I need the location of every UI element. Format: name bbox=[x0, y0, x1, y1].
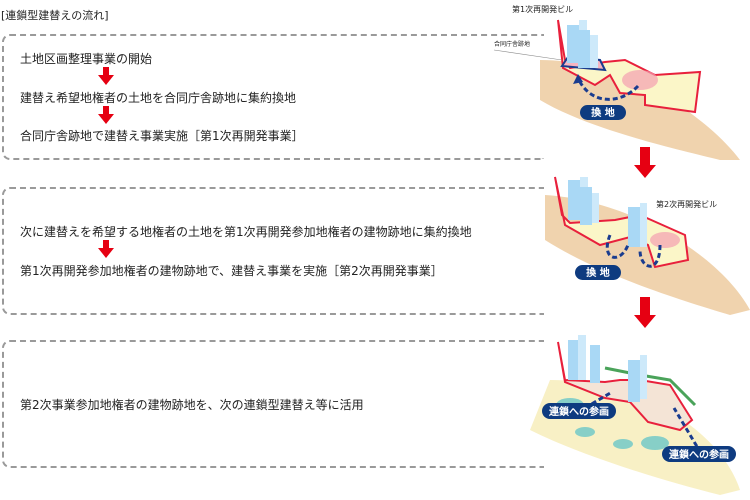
building-icon bbox=[568, 335, 647, 402]
building-icon bbox=[567, 20, 598, 68]
chain-participation-label: 連鎖への参画 bbox=[549, 405, 609, 418]
arrowhead-icon bbox=[573, 74, 583, 84]
illustration-stage-3: 連鎖への参画 連鎖への参画 bbox=[530, 335, 740, 495]
stage-2-box bbox=[2, 187, 544, 315]
chain-participation-badge bbox=[662, 446, 736, 462]
exchange-badge-label: 換 地 bbox=[591, 106, 614, 119]
stage-1-step-1: 土地区画整理事業の開始 bbox=[20, 52, 153, 66]
exchange-arrow bbox=[576, 77, 640, 101]
stage-2-step-2: 第1次再開発参加地権者の建物跡地で、建替え事業を実施［第2次再開発事業］ bbox=[20, 264, 443, 278]
building-2-label: 第2次再開発ビル bbox=[656, 199, 717, 209]
stage-3-step-1: 第2次事業参加地権者の建物跡地を、次の連鎖型建替え等に活用 bbox=[20, 398, 364, 412]
exchange-arrow bbox=[605, 234, 630, 259]
site-highlight bbox=[650, 232, 680, 248]
stage-1-box bbox=[2, 34, 544, 160]
green-road bbox=[604, 366, 697, 407]
building-1-label: 第1次再開発ビル bbox=[512, 4, 573, 14]
exchange-badge-label: 換 地 bbox=[586, 266, 609, 279]
site-label: 合同庁舎跡地 bbox=[494, 40, 530, 48]
stage-1-step-3: 合同庁舎跡地で建替え事業実施［第1次再開発事業］ bbox=[20, 129, 304, 143]
stage-2-step-1: 次に建替えを希望する地権者の土地を第1次再開発参加地権者の建物跡地に集約換地 bbox=[20, 225, 472, 239]
building-icon bbox=[568, 177, 647, 247]
stage-3-box bbox=[2, 340, 544, 468]
diagram-title: [連鎖型建替えの流れ] bbox=[1, 9, 109, 22]
exchange-arrow bbox=[638, 244, 662, 268]
chain-participation-label: 連鎖への参画 bbox=[669, 448, 729, 461]
leader-line bbox=[493, 49, 563, 61]
illustration-stage-2: 換 地 第2次再開発ビル bbox=[545, 176, 750, 315]
land-plot bbox=[557, 341, 694, 432]
chain-participation-badge bbox=[542, 403, 616, 419]
site-highlight bbox=[622, 70, 658, 90]
illustration-stage-1: 換 地 第1次再開発ビル 合同庁舎跡地 bbox=[493, 4, 740, 160]
participation-arrow bbox=[577, 390, 613, 414]
ground-shape bbox=[540, 60, 740, 160]
stage-1-step-2: 建替え希望地権者の土地を合同庁舎跡地に集約換地 bbox=[20, 91, 297, 105]
exchange-badge bbox=[580, 105, 626, 120]
exchange-badge bbox=[575, 265, 621, 280]
